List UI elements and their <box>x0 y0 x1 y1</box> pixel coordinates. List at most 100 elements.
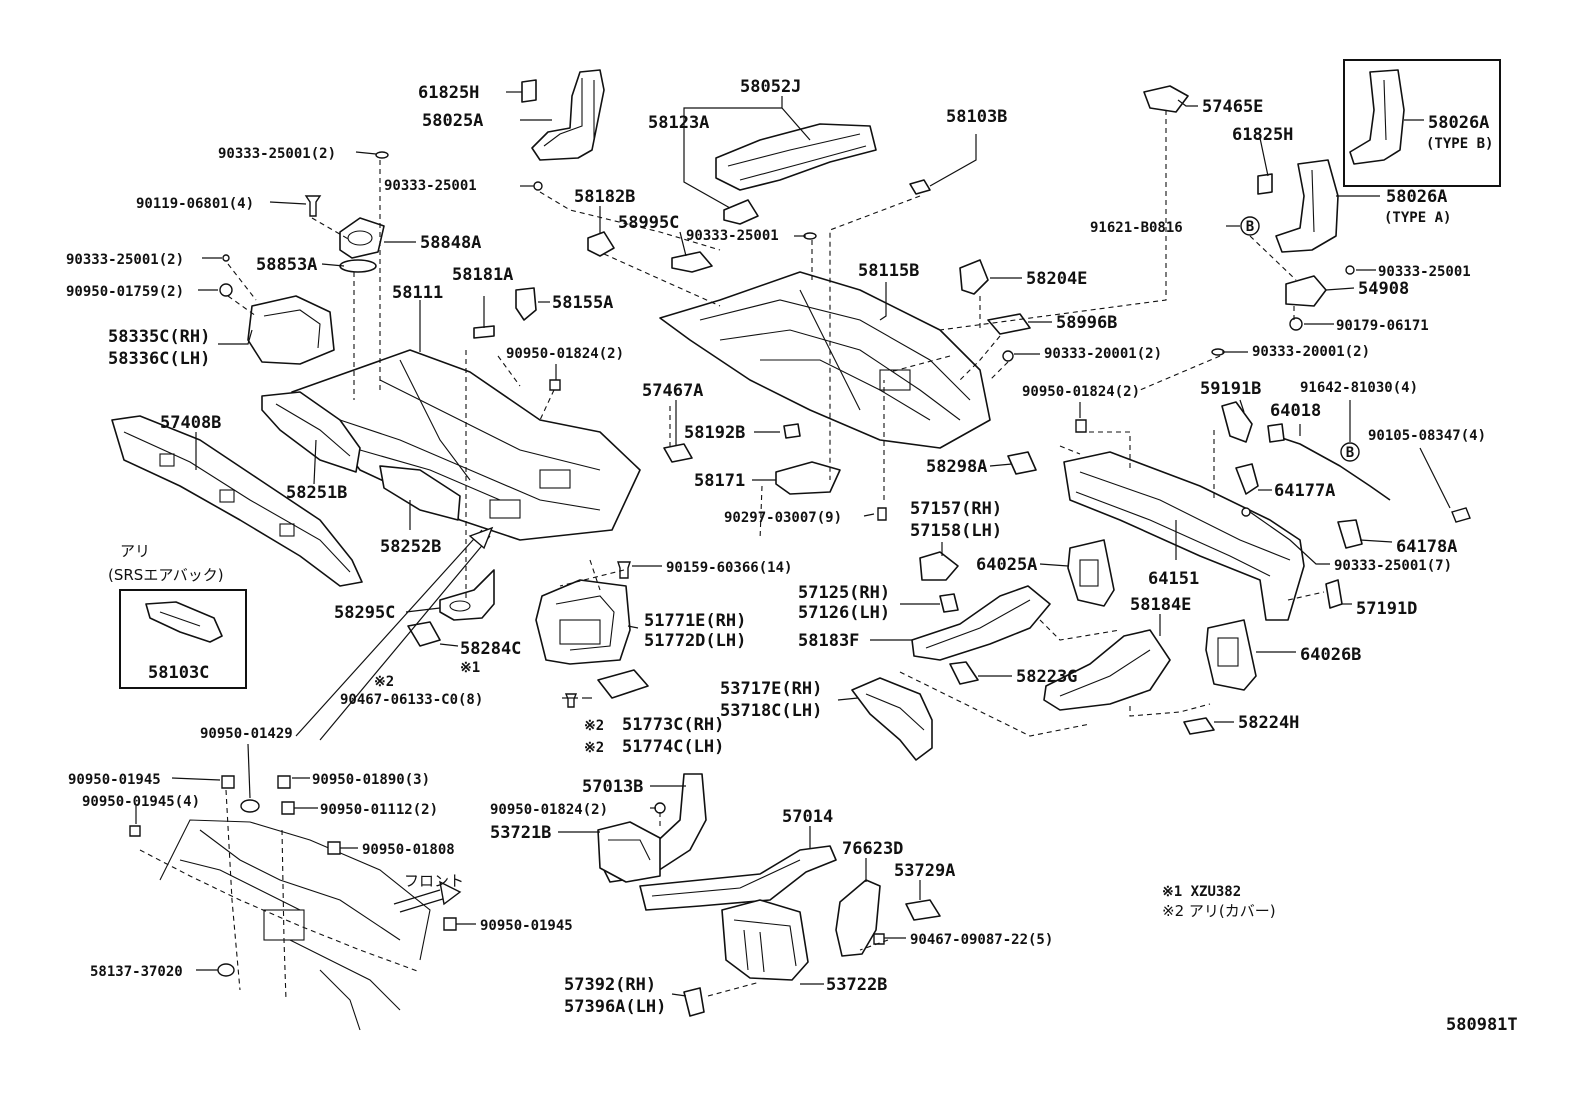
label-90333-20001-2b: 90333-20001(2) <box>1252 344 1370 360</box>
label-53718C: 53718C(LH) <box>720 701 822 721</box>
label-srs-airbag: (SRSエアバック) <box>108 566 224 584</box>
part-58025A <box>531 69 605 161</box>
label-51772D: 51772D(LH) <box>644 631 746 651</box>
part-59191B <box>1221 401 1253 443</box>
label-58025A: 58025A <box>422 111 483 131</box>
part-64151 <box>1063 451 1305 621</box>
label-58026A-typeB: 58026A <box>1428 113 1489 133</box>
label-58204E: 58204E <box>1026 269 1087 289</box>
note-2: ※2 アリ(カバー) <box>1162 902 1276 920</box>
label-51773C: 51773C(RH) <box>622 715 724 735</box>
label-90950-01429: 90950-01429 <box>200 726 293 742</box>
label-90950-01112: 90950-01112(2) <box>320 802 438 818</box>
part-57465E <box>1143 85 1189 113</box>
label-58183F: 58183F <box>798 631 859 651</box>
label-90333-25001-7: 90333-25001(7) <box>1334 558 1452 574</box>
label-58224H: 58224H <box>1238 713 1299 733</box>
part-58181A <box>473 325 495 339</box>
label-58171: 58171 <box>694 471 745 491</box>
label-64151: 64151 <box>1148 569 1199 589</box>
label-note2-mark: ※2 <box>374 674 394 690</box>
part-58853A <box>339 259 377 273</box>
label-58184E: 58184E <box>1130 595 1191 615</box>
label-58026A-typeA: 58026A <box>1386 187 1447 207</box>
part-57191D <box>1325 579 1343 609</box>
label-90333-25001-c: 90333-25001 <box>1378 264 1471 280</box>
label-64177A: 64177A <box>1274 481 1335 501</box>
svg-text:B: B <box>1346 445 1354 461</box>
label-58335C: 58335C(RH) <box>108 327 210 347</box>
part-64177A <box>1235 463 1259 495</box>
label-59191B: 59191B <box>1200 379 1261 399</box>
label-57191D: 57191D <box>1356 599 1417 619</box>
part-64178A <box>1337 519 1363 549</box>
part-57408B <box>111 415 363 587</box>
part-58103C <box>145 601 223 643</box>
label-58115B: 58115B <box>858 261 919 281</box>
label-90950-01945-a: 90950-01945 <box>68 772 161 788</box>
label-58995C: 58995C <box>618 213 679 233</box>
label-76623D: 76623D <box>842 839 903 859</box>
label-57126: 57126(LH) <box>798 603 890 623</box>
label-90467-06133: 90467-06133-C0(8) <box>340 692 483 708</box>
assembly-dash-lines <box>227 110 1325 997</box>
label-58295C: 58295C <box>334 603 395 623</box>
label-note1-mark: ※1 <box>460 660 480 676</box>
airbag-box <box>119 589 247 689</box>
part-61825H-right <box>1257 173 1273 195</box>
part-57157 <box>919 551 959 581</box>
part-58251B <box>261 391 361 473</box>
diagram-id: 580981T <box>1446 1015 1518 1035</box>
part-58171 <box>775 461 841 495</box>
part-51771E <box>535 579 631 665</box>
leader-lines <box>135 91 1451 997</box>
label-64178A: 64178A <box>1396 537 1457 557</box>
part-51773C <box>597 669 649 699</box>
part-58204E <box>959 259 989 295</box>
label-64025A: 64025A <box>976 555 1037 575</box>
label-90950-01945-b: 90950-01945 <box>480 918 573 934</box>
part-58183F <box>911 585 1051 661</box>
label-58298A: 58298A <box>926 457 987 477</box>
label-54908: 54908 <box>1358 279 1409 299</box>
label-64018: 64018 <box>1270 401 1321 421</box>
part-58192B <box>783 423 801 439</box>
label-90333-20001-2a: 90333-20001(2) <box>1044 346 1162 362</box>
part-57014 <box>639 845 837 911</box>
label-58111: 58111 <box>392 283 443 303</box>
label-note2a: ※2 <box>584 718 604 734</box>
part-58184E <box>1043 629 1171 711</box>
part-58026A-typeB <box>1349 69 1405 165</box>
label-57158: 57158(LH) <box>910 521 1002 541</box>
label-58182B: 58182B <box>574 187 635 207</box>
part-labels: 61825H 58025A 90333-25001(2) 90333-25001… <box>66 77 1518 1035</box>
part-58252B <box>379 465 461 521</box>
part-54908 <box>1285 275 1327 307</box>
label-type-a: (TYPE A) <box>1384 210 1451 226</box>
label-90950-01824-2c: 90950-01824(2) <box>490 802 608 818</box>
label-61825H-right: 61825H <box>1232 125 1293 145</box>
part-58103B <box>909 179 931 195</box>
label-57392: 57392(RH) <box>564 975 656 995</box>
part-58223G <box>949 661 979 685</box>
label-90333-25001-2b: 90333-25001(2) <box>66 252 184 268</box>
label-58155A: 58155A <box>552 293 613 313</box>
part-53717E <box>851 677 933 761</box>
label-58103C: 58103C <box>148 663 209 683</box>
label-58223G: 58223G <box>1016 667 1077 687</box>
part-58155A <box>515 287 537 321</box>
label-90105-08347: 90105-08347(4) <box>1368 428 1486 444</box>
part-53729A <box>905 899 941 921</box>
label-91621-B0816: 91621-B0816 <box>1090 220 1183 236</box>
label-58123A: 58123A <box>648 113 709 133</box>
label-58336C: 58336C(LH) <box>108 349 210 369</box>
label-90333-25001-2a: 90333-25001(2) <box>218 146 336 162</box>
label-51771E: 51771E(RH) <box>644 611 746 631</box>
label-90950-01890: 90950-01890(3) <box>312 772 430 788</box>
label-58052J: 58052J <box>740 77 801 97</box>
circle-b-marker-upper: B <box>1240 216 1260 236</box>
label-64026B: 64026B <box>1300 645 1361 665</box>
label-90950-01759: 90950-01759(2) <box>66 284 184 300</box>
part-61825H-left <box>521 79 537 103</box>
